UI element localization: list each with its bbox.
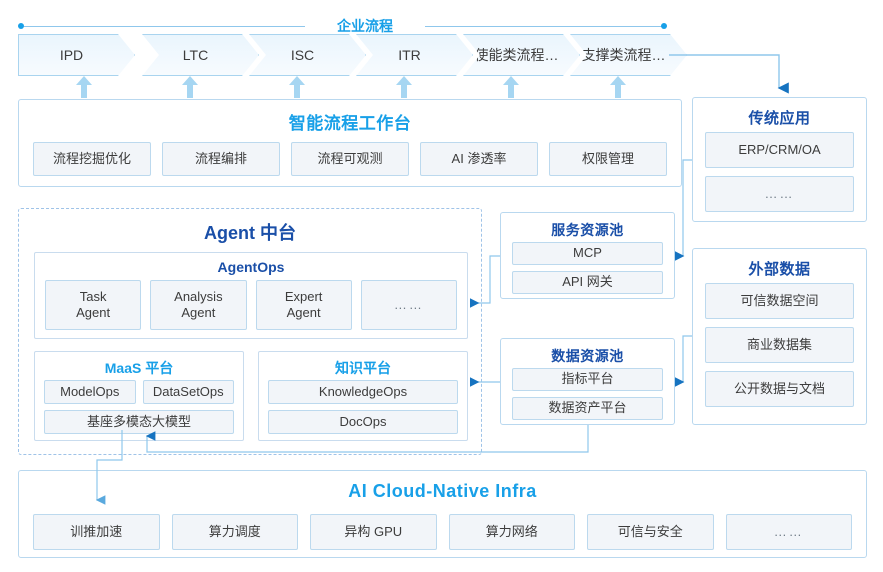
infra-item-compute-scheduling[interactable]: 算力调度 (171, 514, 298, 550)
up-arrow-supporting (610, 76, 626, 98)
external-data-item-trusted-space[interactable]: 可信数据空间 (705, 283, 854, 319)
infra-item-row: 训推加速 算力调度 异构 GPU 算力网络 可信与安全 …… (33, 514, 852, 550)
maas-platform-title: MaaS 平台 (104, 360, 174, 376)
knowledge-item-knowledgeops[interactable]: KnowledgeOps (268, 380, 458, 404)
up-arrow-isc (289, 76, 305, 98)
agentops-title: AgentOps (217, 259, 285, 275)
chevron-label: ISC (290, 47, 315, 63)
knowledge-item-docops[interactable]: DocOps (268, 410, 458, 434)
up-arrow-itr (396, 76, 412, 98)
chevron-label: 支撑类流程… (581, 47, 666, 63)
data-pool-item-metrics-platform[interactable]: 指标平台 (512, 368, 663, 391)
agentops-item-expert-agent[interactable]: Expert Agent (255, 280, 352, 330)
agentops-item-row: Task Agent Analysis Agent Expert Agent …… (45, 280, 457, 330)
band-label: 企业流程 (305, 16, 425, 36)
agent-platform-panel: Agent 中台 AgentOps Task Agent Analysis Ag… (18, 208, 482, 455)
wire-chevron-to-legacy (669, 54, 789, 94)
chevron-label: ITR (398, 47, 421, 63)
up-arrow-ipd (76, 76, 92, 98)
chevron-ipd[interactable]: IPD (18, 34, 135, 76)
agentops-item-task-agent[interactable]: Task Agent (45, 280, 142, 330)
infra-item-compute-network[interactable]: 算力网络 (448, 514, 575, 550)
maas-row-ops: ModelOps DataSetOps (44, 380, 234, 404)
band-line-left (24, 26, 306, 27)
workbench-title: 智能流程工作台 (288, 114, 412, 133)
data-resource-pool-panel: 数据资源池 指标平台 数据资产平台 (500, 338, 675, 425)
knowledge-row-knowledgeops: KnowledgeOps (268, 380, 458, 404)
service-resource-pool-title: 服务资源池 (551, 222, 624, 238)
chevron-enabling-process[interactable]: 使能类流程… (463, 34, 580, 76)
chevron-itr[interactable]: ITR (356, 34, 473, 76)
legacy-apps-items: ERP/CRM/OA …… (705, 132, 854, 220)
maas-row-foundation: 基座多模态大模型 (44, 410, 234, 434)
agentops-item-more[interactable]: …… (360, 280, 457, 330)
service-pool-item-mcp[interactable]: MCP (512, 242, 663, 265)
maas-item-modelops[interactable]: ModelOps (44, 380, 136, 404)
legacy-apps-title: 传统应用 (748, 110, 811, 127)
workbench-item-permissions[interactable]: 权限管理 (549, 142, 667, 176)
infra-title: AI Cloud-Native Infra (348, 481, 537, 501)
workbench-item-orchestration[interactable]: 流程编排 (162, 142, 280, 176)
maas-platform-panel: MaaS 平台 ModelOps DataSetOps 基座多模态大模型 (34, 351, 244, 441)
chevron-label: IPD (59, 47, 84, 63)
infra-item-trust-security[interactable]: 可信与安全 (587, 514, 714, 550)
workbench-panel: 智能流程工作台 流程挖掘优化 流程编排 流程可观测 AI 渗透率 权限管理 (18, 99, 682, 187)
infra-panel: AI Cloud-Native Infra 训推加速 算力调度 异构 GPU 算… (18, 470, 867, 558)
data-pool-item-data-asset-platform[interactable]: 数据资产平台 (512, 397, 663, 420)
wire-external-to-data-pool (674, 335, 692, 387)
legacy-apps-panel: 传统应用 ERP/CRM/OA …… (692, 97, 867, 222)
agentops-panel: AgentOps Task Agent Analysis Agent Exper… (34, 252, 468, 339)
knowledge-platform-panel: 知识平台 KnowledgeOps DocOps (258, 351, 468, 441)
agent-platform-title: Agent 中台 (204, 223, 296, 243)
chevron-label: LTC (182, 47, 209, 63)
chevron-ltc[interactable]: LTC (142, 34, 259, 76)
knowledge-platform-title: 知识平台 (335, 360, 391, 376)
legacy-apps-item-erp-crm-oa[interactable]: ERP/CRM/OA (705, 132, 854, 168)
data-resource-pool-items: 指标平台 数据资产平台 (512, 368, 663, 426)
workbench-item-ai-penetration[interactable]: AI 渗透率 (420, 142, 538, 176)
workbench-item-observability[interactable]: 流程可观测 (291, 142, 409, 176)
knowledge-row-docops: DocOps (268, 410, 458, 434)
service-resource-pool-items: MCP API 网关 (512, 242, 663, 300)
infra-item-train-infer-accel[interactable]: 训推加速 (33, 514, 160, 550)
up-arrow-enabling (503, 76, 519, 98)
maas-item-datasetops[interactable]: DataSetOps (142, 380, 234, 404)
workbench-item-process-mining[interactable]: 流程挖掘优化 (33, 142, 151, 176)
external-data-item-public-docs[interactable]: 公开数据与文档 (705, 371, 854, 407)
external-data-item-commercial-dataset[interactable]: 商业数据集 (705, 327, 854, 363)
chevron-isc[interactable]: ISC (249, 34, 366, 76)
infra-item-heterogeneous-gpu[interactable]: 异构 GPU (310, 514, 437, 550)
workbench-item-row: 流程挖掘优化 流程编排 流程可观测 AI 渗透率 权限管理 (33, 142, 667, 176)
legacy-apps-item-more[interactable]: …… (705, 176, 854, 212)
maas-item-foundation-model[interactable]: 基座多模态大模型 (44, 410, 234, 434)
band-dot-left (18, 23, 24, 29)
band-line-right (425, 26, 664, 27)
service-resource-pool-panel: 服务资源池 MCP API 网关 (500, 212, 675, 299)
external-data-items: 可信数据空间 商业数据集 公开数据与文档 (705, 283, 854, 415)
external-data-title: 外部数据 (748, 261, 811, 278)
process-band: 企业流程 (0, 8, 883, 36)
data-resource-pool-title: 数据资源池 (551, 348, 624, 364)
chevron-supporting-process[interactable]: 支撑类流程… (570, 34, 687, 76)
infra-item-more[interactable]: …… (725, 514, 852, 550)
up-arrow-ltc (182, 76, 198, 98)
service-pool-item-api-gateway[interactable]: API 网关 (512, 271, 663, 294)
external-data-panel: 外部数据 可信数据空间 商业数据集 公开数据与文档 (692, 248, 867, 425)
band-dot-right (661, 23, 667, 29)
chevron-label: 使能类流程… (474, 47, 559, 63)
agentops-item-analysis-agent[interactable]: Analysis Agent (150, 280, 247, 330)
